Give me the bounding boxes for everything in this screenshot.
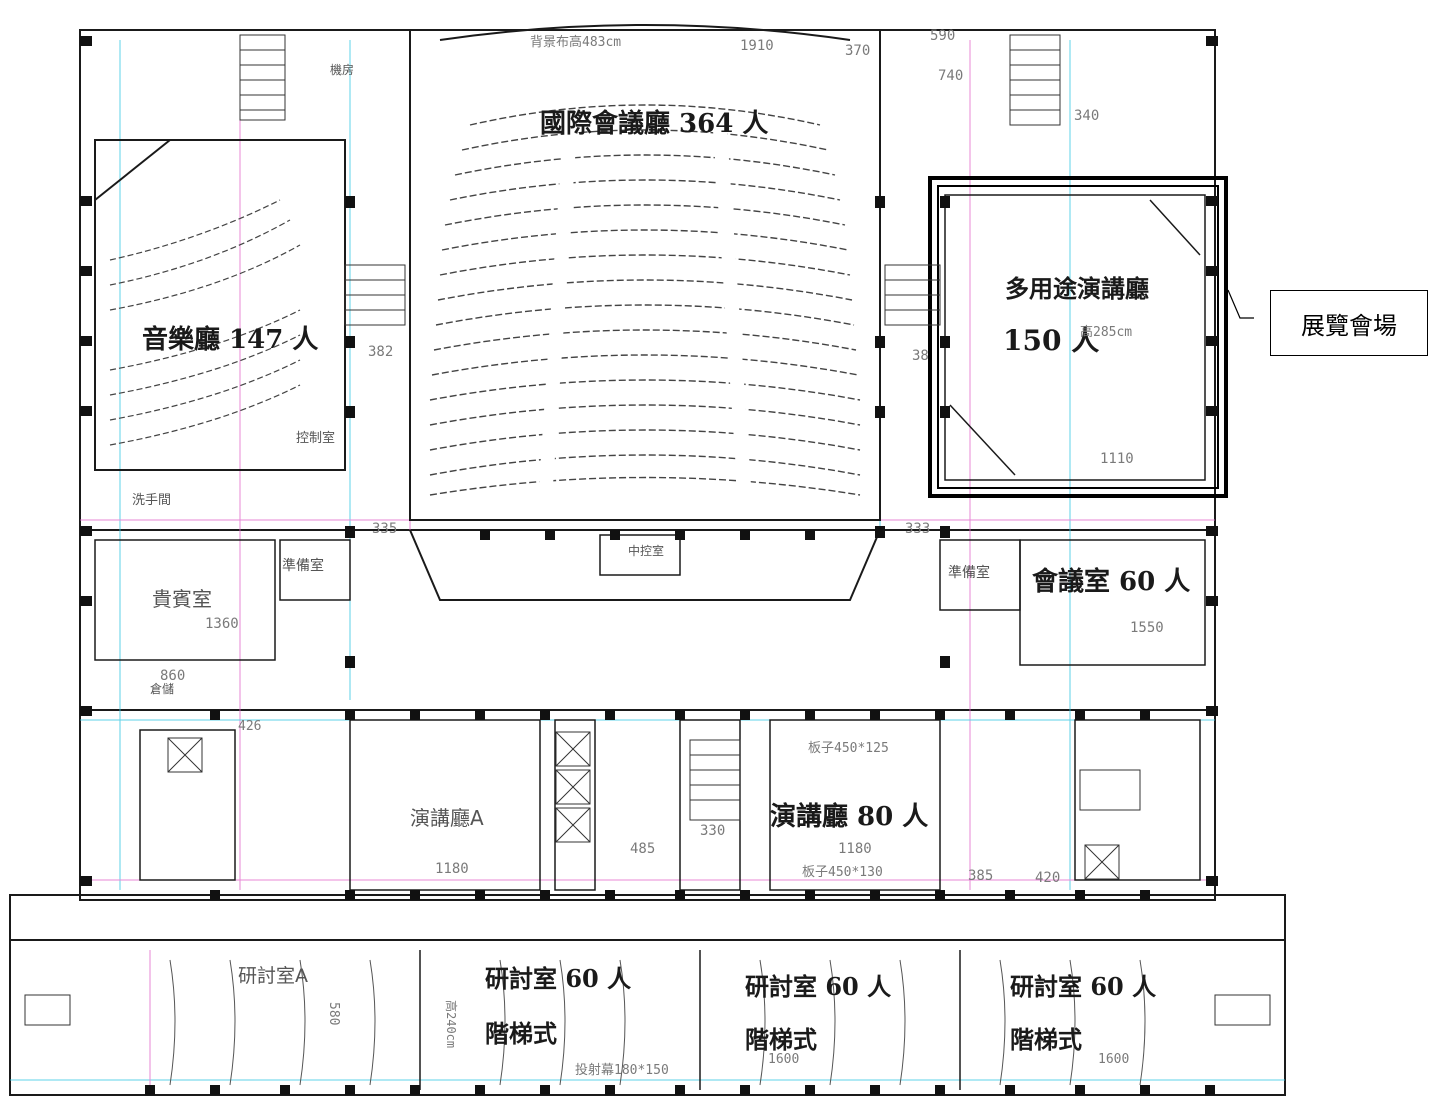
seating-rows xyxy=(429,104,861,496)
dim-860: 860 xyxy=(160,668,185,684)
seminar-curves xyxy=(169,959,1146,1086)
label-seminar-a: 研討室A xyxy=(238,965,308,987)
dim-board1: 板子450*125 xyxy=(808,741,889,756)
label-control-room: 控制室 xyxy=(296,430,335,446)
label-central-control: 中控室 xyxy=(628,543,664,558)
label-seminar-2: 研討室 60 人 xyxy=(745,972,891,1001)
dim-stage-height: 背景布高483cm xyxy=(530,34,621,50)
dim-590: 590 xyxy=(930,28,955,44)
exhibition-highlight-outer xyxy=(928,176,1228,498)
outer-walls xyxy=(9,29,1286,1096)
label-seminar-3: 研討室 60 人 xyxy=(1010,972,1156,1001)
dim-382: 382 xyxy=(368,344,393,360)
dim-335: 335 xyxy=(372,521,397,537)
label-storage: 倉儲 xyxy=(150,681,174,696)
label-lecture-a: 演講廳A xyxy=(410,806,484,830)
dim-38: 38 xyxy=(912,348,929,364)
label-intl-hall: 國際會議廳 364 人 xyxy=(540,108,768,139)
seminar-dividers xyxy=(419,950,961,1090)
dim-580: 580 xyxy=(326,1002,341,1025)
columns xyxy=(80,36,1218,1095)
intl-hall-walls xyxy=(409,24,881,601)
legend-label: 展覽會場 xyxy=(1301,311,1397,340)
label-machine-room: 機房 xyxy=(330,62,354,77)
label-music-hall: 音樂廳 147 人 xyxy=(142,324,318,355)
dim-1110: 1110 xyxy=(1100,451,1134,467)
label-seminar-1-sub: 階梯式 xyxy=(485,1019,557,1048)
dimension-labels: 背景布高483cm 1910 370 590 740 340 382 38 33… xyxy=(160,28,1164,1078)
middle-rooms xyxy=(94,534,1206,891)
label-vip-room: 貴賓室 xyxy=(152,587,212,611)
dim-1180b: 1180 xyxy=(838,841,872,857)
elevators xyxy=(167,731,1120,880)
label-seminar-2-sub: 階梯式 xyxy=(745,1025,817,1054)
dim-333: 333 xyxy=(905,521,930,537)
dim-1600b: 1600 xyxy=(1098,1052,1129,1067)
dim-2400: 高240cm xyxy=(444,1000,459,1048)
label-seminar-3-sub: 階梯式 xyxy=(1010,1025,1082,1054)
label-prep-room-left: 準備室 xyxy=(282,557,324,574)
dim-board3: 投射幕180*150 xyxy=(575,1062,669,1078)
dim-420: 420 xyxy=(1035,870,1060,886)
dim-330: 330 xyxy=(700,823,725,839)
dim-1600a: 1600 xyxy=(768,1052,799,1067)
dim-740: 740 xyxy=(938,68,963,84)
label-washroom: 洗手間 xyxy=(132,493,171,508)
dim-1360: 1360 xyxy=(205,616,239,632)
stairs xyxy=(24,34,1271,1026)
dim-340: 340 xyxy=(1074,108,1099,124)
dim-1180a: 1180 xyxy=(435,861,469,877)
label-lecture-80: 演講廳 80 人 xyxy=(770,801,928,832)
dim-385: 385 xyxy=(968,868,993,884)
dim-426: 426 xyxy=(238,719,261,734)
label-prep-room-right: 準備室 xyxy=(948,564,990,581)
dim-285: 高285cm xyxy=(1080,324,1132,340)
dim-board2: 板子450*130 xyxy=(802,865,883,880)
exhibition-legend: 展覽會場 xyxy=(1270,290,1428,356)
callout-leader xyxy=(1227,289,1254,319)
dim-370: 370 xyxy=(845,43,870,59)
label-multi-hall-cap: 150 人 xyxy=(1003,324,1099,357)
music-hall-seats xyxy=(109,199,301,446)
label-multi-hall-title: 多用途演講廳 xyxy=(1005,274,1149,303)
construction-lines xyxy=(10,40,1285,1090)
aisles xyxy=(538,129,752,501)
dim-1550: 1550 xyxy=(1130,620,1164,636)
dim-1910: 1910 xyxy=(740,38,774,54)
dim-485: 485 xyxy=(630,841,655,857)
label-seminar-1: 研討室 60 人 xyxy=(485,964,631,993)
label-meeting-room: 會議室 60 人 xyxy=(1032,566,1190,597)
